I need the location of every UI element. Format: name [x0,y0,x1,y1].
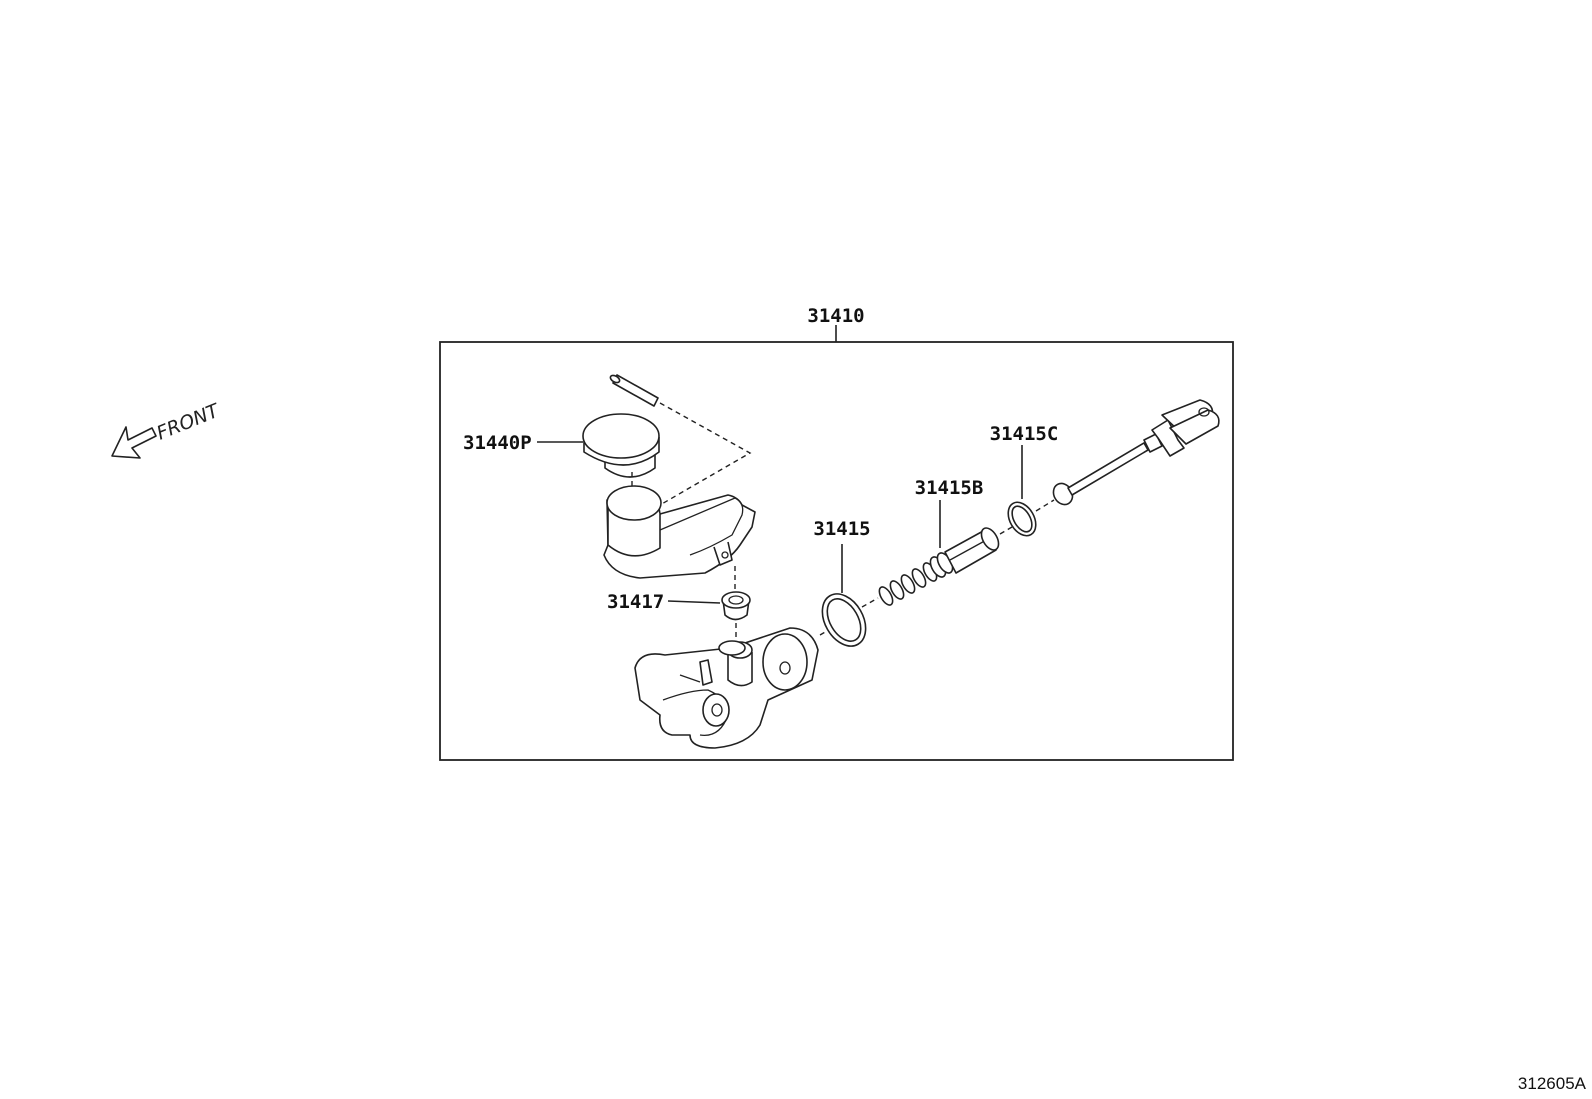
front-label: FRONT [154,399,224,444]
retaining-pin [609,374,659,407]
master-cylinder-body [634,627,819,749]
front-arrow-icon [111,426,157,459]
callout-31440P[interactable]: 31440P [463,432,532,454]
snap-ring [1007,501,1037,537]
callout-31415B[interactable]: 31415B [915,477,984,499]
reservoir-cap [582,413,660,478]
callout-31415[interactable]: 31415 [813,518,870,540]
return-spring [878,562,938,606]
reservoir-body [603,485,756,579]
assembly-frame [439,325,1234,761]
assembly-label[interactable]: 31410 [807,305,864,327]
ring-seal [821,593,867,647]
grommet [721,591,751,621]
drawing-reference: 312605A [1518,1074,1587,1093]
pin-guide-line [659,402,752,506]
push-rod [1052,399,1220,506]
piston-assembly [929,527,1000,578]
callout-31415C[interactable]: 31415C [990,423,1059,445]
callout-31417[interactable]: 31417 [607,591,664,613]
